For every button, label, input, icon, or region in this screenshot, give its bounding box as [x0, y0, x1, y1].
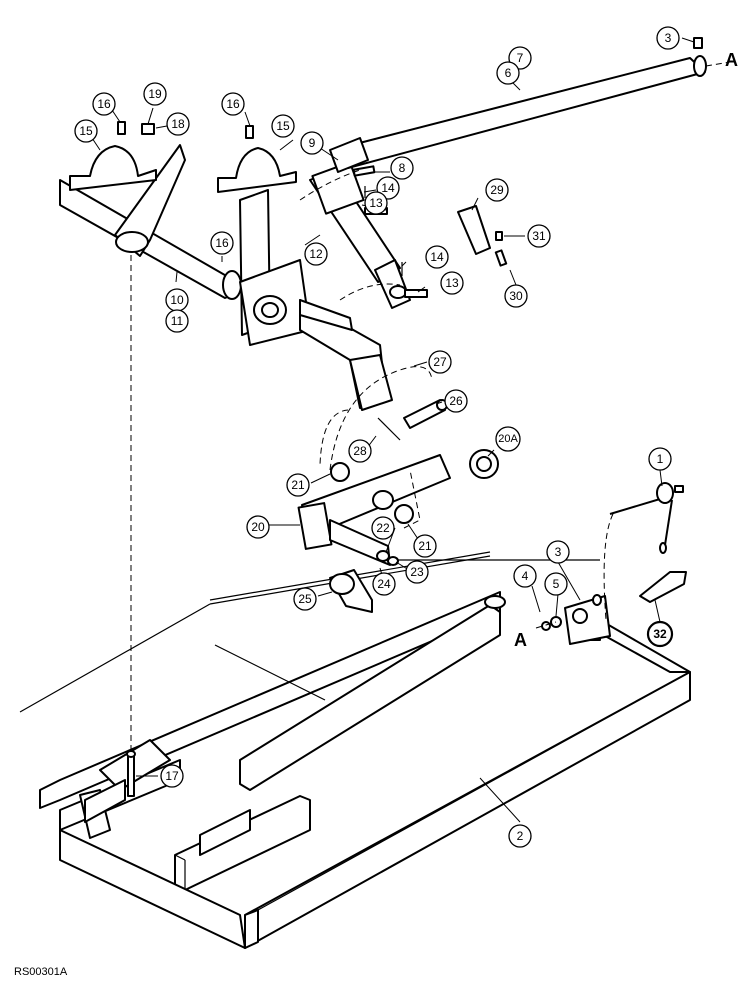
svg-text:5: 5	[553, 577, 560, 591]
svg-text:17: 17	[165, 769, 179, 783]
svg-text:13: 13	[445, 276, 459, 290]
svg-text:27: 27	[433, 355, 447, 369]
callout-20A: 20A	[495, 426, 521, 452]
svg-text:13: 13	[369, 196, 383, 210]
callout-30: 30	[504, 284, 528, 308]
callout-9: 9	[300, 131, 324, 155]
svg-text:9: 9	[309, 136, 316, 150]
svg-text:2: 2	[517, 829, 524, 843]
svg-text:23: 23	[410, 565, 424, 579]
saddle-clamps	[69, 121, 297, 253]
callout-16b: 16	[221, 92, 245, 116]
svg-text:10: 10	[170, 293, 184, 307]
svg-text:8: 8	[399, 161, 406, 175]
svg-text:31: 31	[532, 229, 546, 243]
callout-31: 31	[527, 224, 551, 248]
callout-24: 24	[372, 572, 396, 596]
svg-text:28: 28	[353, 444, 367, 458]
svg-text:4: 4	[522, 569, 529, 583]
svg-text:32: 32	[653, 627, 667, 641]
reference-letter-a-bracket: A	[514, 630, 527, 650]
callout-13b: 13	[440, 271, 464, 295]
callout-11: 11	[165, 309, 189, 333]
tongue-tube	[329, 37, 707, 173]
reference-letter-a-top: A	[725, 50, 738, 70]
callout-12: 12	[304, 242, 328, 266]
callout-15b: 15	[271, 114, 295, 138]
callout-4: 4	[513, 564, 537, 588]
svg-text:16: 16	[97, 97, 111, 111]
callout-21b: 21	[413, 534, 437, 558]
frame-bracket	[541, 594, 611, 645]
svg-text:19: 19	[148, 87, 162, 101]
callout-20: 20	[246, 515, 270, 539]
svg-text:20: 20	[251, 520, 265, 534]
svg-text:12: 12	[309, 247, 323, 261]
callout-23: 23	[405, 560, 429, 584]
jack	[609, 482, 687, 603]
svg-text:7: 7	[517, 51, 524, 65]
svg-text:29: 29	[490, 183, 504, 197]
svg-text:3: 3	[665, 31, 672, 45]
callout-6: 6	[496, 61, 520, 85]
svg-text:14: 14	[430, 250, 444, 264]
svg-text:14: 14	[381, 181, 395, 195]
callout-17: 17	[160, 764, 184, 788]
hub-parts	[329, 550, 399, 613]
svg-text:16: 16	[226, 97, 240, 111]
main-frame	[19, 551, 691, 949]
svg-text:11: 11	[171, 314, 184, 328]
callout-19: 19	[143, 82, 167, 106]
svg-text:15: 15	[79, 124, 93, 138]
callout-21a: 21	[286, 473, 310, 497]
arm-assembly	[239, 189, 393, 411]
svg-text:18: 18	[171, 117, 185, 131]
svg-text:16: 16	[215, 236, 229, 250]
callout-26: 26	[444, 389, 468, 413]
callout-16a: 16	[92, 92, 116, 116]
svg-text:3: 3	[555, 545, 562, 559]
callout-13a: 13	[364, 191, 388, 215]
svg-text:6: 6	[505, 66, 512, 80]
svg-text:21: 21	[291, 478, 305, 492]
svg-text:20A: 20A	[498, 433, 518, 445]
callout-28: 28	[348, 439, 372, 463]
figure-code: RS00301A	[14, 966, 68, 978]
clip	[457, 205, 508, 267]
axle-tube	[59, 144, 242, 300]
svg-text:30: 30	[509, 289, 523, 303]
callout-10: 10	[165, 288, 189, 312]
svg-text:15: 15	[276, 119, 290, 133]
svg-text:24: 24	[377, 577, 391, 591]
callout-16c: 16	[210, 231, 234, 255]
bolt	[126, 750, 136, 797]
callout-14b: 14	[425, 245, 449, 269]
callout-3a: 3	[656, 26, 680, 50]
svg-text:22: 22	[376, 521, 390, 535]
callout-22: 22	[371, 516, 395, 540]
callout-29: 29	[485, 178, 509, 202]
callout-18: 18	[166, 112, 190, 136]
callout-3b: 3	[546, 540, 570, 564]
callout-15a: 15	[74, 119, 98, 143]
callout-32: 32	[646, 620, 674, 648]
callout-27: 27	[428, 350, 452, 374]
svg-text:1: 1	[657, 452, 664, 466]
callout-1: 1	[648, 447, 672, 471]
svg-text:26: 26	[449, 394, 463, 408]
svg-text:21: 21	[418, 539, 432, 553]
callout-8: 8	[390, 156, 414, 180]
callout-2: 2	[508, 824, 532, 848]
svg-text:25: 25	[298, 592, 312, 606]
leader-lines	[91, 37, 695, 823]
callout-5: 5	[544, 572, 568, 596]
callout-25: 25	[293, 587, 317, 611]
